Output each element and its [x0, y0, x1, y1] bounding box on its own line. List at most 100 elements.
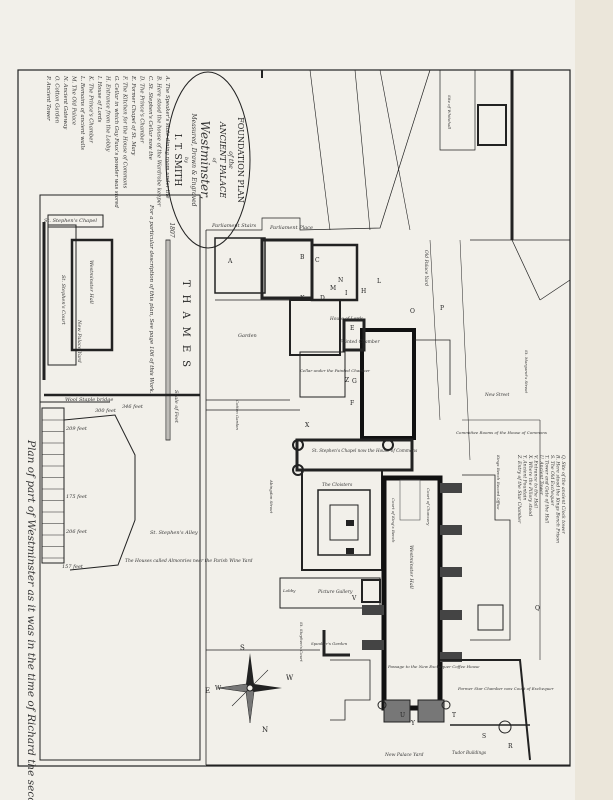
main-plan	[205, 69, 571, 766]
plan-key-letter: A	[227, 258, 233, 265]
label-cotton-garden: Cotton Garden	[235, 400, 240, 430]
legend-entry: P. Ancient Tower	[45, 75, 51, 121]
label-exchequer: Passage to the New Exchequer Coffee Hous…	[387, 664, 480, 669]
legend-entry: Y. Ancient Fountain	[522, 455, 528, 500]
plan-key-letter: B	[300, 254, 305, 261]
legend-entry: S. The Old Exchequer	[549, 455, 555, 507]
plan-key-letter: U	[400, 712, 405, 719]
legend-entry: M. The Old Palace	[71, 75, 77, 125]
plan-caption: Plan of part of Westminster as it was in…	[25, 439, 37, 800]
title-cartouche: FOUNDATION PLAN of the ANCIENT PALACE of…	[165, 71, 251, 249]
plan-key-letter: T	[452, 712, 456, 719]
compass-w: W	[286, 674, 294, 682]
plan-key-letter: R	[508, 743, 513, 750]
legend-entry: G. Cellar in which Guy Faux's powder was…	[113, 76, 119, 209]
label-garden: Garden	[238, 333, 257, 339]
compass-e: E	[205, 687, 210, 695]
plate-border	[17, 69, 571, 767]
label-parliament-stairs: Parliament Stairs	[211, 223, 257, 229]
legend-left: A. The Speaker's state dining room under…	[45, 75, 170, 209]
legend-entry: Q. Site of the ancient Clock tower	[560, 455, 566, 535]
plan-key-letter: E	[350, 325, 354, 332]
legend-entry: T. Tower and Gate of the Hall	[544, 455, 550, 524]
label-painted-chamber: Painted Chamber	[339, 339, 380, 345]
plan-key-letter: M	[330, 285, 336, 292]
title-line: of	[211, 158, 217, 164]
plan-key-letter: Q	[535, 605, 540, 612]
dim-label: 206 feet	[65, 529, 88, 535]
label-cellar: Cellar under the Painted Chamber	[300, 368, 371, 373]
compass-n: N	[262, 726, 268, 734]
legend-entry: L. Remains of ancient walls	[79, 75, 85, 150]
legend-entry: D. The Prince's Chamber	[139, 75, 145, 144]
label-cloister: The Cloisters	[322, 482, 353, 488]
dim-label: 209 feet	[65, 426, 88, 432]
label-old-palace-yard: Old Palace Yard	[423, 250, 429, 286]
legend-entry: U. Ancient Tower	[538, 455, 544, 496]
inset-bridge-label: Wool Staple bridge	[65, 397, 113, 403]
title-line: by	[183, 157, 189, 163]
label-abingdon: Abingdon Street	[269, 479, 274, 514]
label-margaret-street: St. Margaret's Street	[524, 350, 529, 394]
title-line: FOUNDATION PLAN	[236, 117, 245, 203]
inset-hall-label: Westminster Hall	[88, 260, 94, 304]
label-court-chancery: Court of Chancery	[426, 488, 431, 526]
inset-chapel-label: St. Stephen's Chapel	[44, 218, 97, 224]
dim-label: 346 feet	[122, 404, 144, 410]
dim-label: 300 feet	[95, 408, 117, 414]
title-line: ANCIENT PALACE	[218, 121, 227, 198]
legend-entry: N. Ancient Gateway	[62, 75, 68, 130]
inset-court-label: St. Stephen's Court	[60, 275, 66, 326]
inset-plan: St. Stephen's Chapel Westminster Hall St…	[39, 194, 253, 761]
legend-entry: Z. Entry of the Star Chamber	[516, 454, 522, 524]
legend-entry: O. Cotton Garden	[54, 76, 60, 124]
label-court-kings-bench: Court of King's Bench	[391, 498, 396, 543]
plan-key-letter: S	[482, 733, 486, 740]
scale-bar: Scale of Feet	[165, 239, 179, 441]
inset-yard-label: New Palace Yard	[76, 319, 82, 363]
title-line: Westminster,	[198, 121, 212, 200]
plan-key-letter: D	[320, 295, 325, 302]
label-speaker: Speaker's Garden	[311, 641, 348, 646]
plan-key-letter: L	[377, 278, 381, 285]
label-chapel: St. Stephen's Chapel now the House of Co…	[312, 448, 417, 453]
legend-entry: E. Former Chapel of St. Mary	[130, 75, 136, 156]
title-line: I. T. SMITH	[172, 134, 182, 187]
label-kings-bench-office: Kings Bench Record Office	[496, 454, 501, 510]
plan-key-letter: G	[352, 378, 357, 385]
legend-entry: V. Entrance to the Hall	[533, 455, 539, 509]
plan-key-letter: K	[300, 295, 305, 302]
inset-alley-label: St. Stephen's Alley	[150, 530, 198, 536]
label-committee: Committee Rooms of the House of Commons	[456, 430, 547, 435]
label-lobby: Lobby	[282, 588, 296, 593]
label-stephens-court: St. Stephen's Court	[299, 622, 304, 662]
label-house-lords: House of Lords	[329, 317, 364, 322]
legend-entry: H. Entrance from the Lobby	[105, 75, 111, 153]
legend-entry: C. St. Stephen's Cellar now the	[147, 76, 153, 160]
plan-key-letter: O	[410, 308, 415, 315]
label-tudor: Tudor Buildings	[452, 750, 486, 755]
plan-key-letter: C	[315, 257, 320, 264]
dim-label: 157 feet	[62, 564, 84, 570]
legend-entry: X. Where the Pillory stood	[527, 454, 533, 516]
title-line: Measured, Drawn & Engraved	[190, 112, 197, 206]
plan-key-letter: Y	[410, 720, 416, 727]
scale-label: Scale of Feet	[173, 390, 179, 424]
inset-note: The Houses called Almonries near the Par…	[125, 558, 253, 564]
description-note: For a particular description of this pla…	[148, 204, 154, 394]
plan-key-letter: F	[350, 400, 354, 407]
title-year: 1807	[168, 222, 175, 237]
label-thames-north: Site of Whitehall	[447, 95, 452, 130]
plan-key-letter: V	[351, 595, 357, 602]
plan-key-letter: X	[305, 422, 310, 429]
plan-key-letter: W	[215, 685, 222, 692]
plan-key-letter: P	[440, 305, 444, 312]
compass-rose: S E W N	[205, 644, 294, 734]
inset-scale	[42, 419, 64, 559]
river-label: THAMES	[180, 280, 191, 375]
label-hall: Westminster Hall	[408, 545, 414, 589]
legend-entry: B. Here stood the house of the Wardrobe …	[156, 75, 162, 207]
